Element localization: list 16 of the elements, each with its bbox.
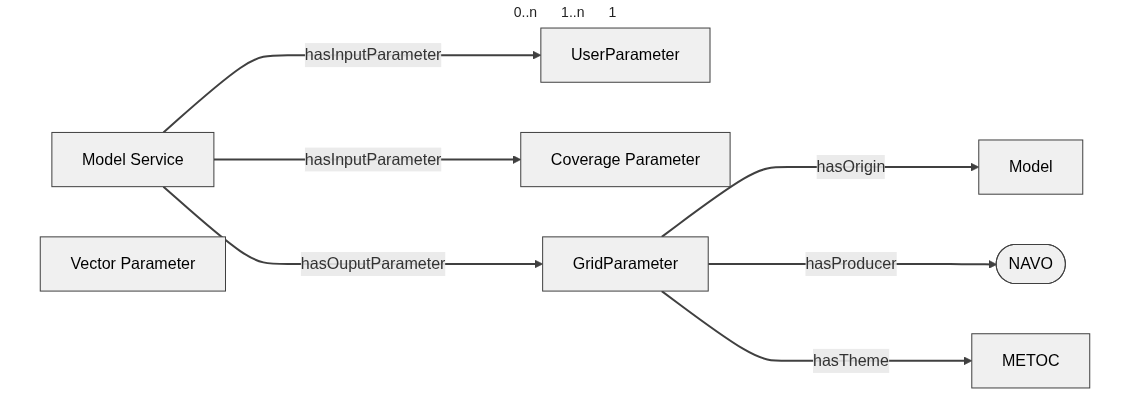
multiplicity-label: 1..n	[561, 4, 585, 20]
node-box: Model Service	[51, 131, 215, 188]
node-box: METOC	[971, 333, 1091, 389]
edge-label: hasOuputParameter	[300, 254, 446, 273]
node-box: GridParameter	[542, 236, 709, 292]
node-box: Vector Parameter	[39, 236, 226, 292]
edge-label: hasProducer	[805, 254, 897, 273]
node-box: UserParameter	[540, 27, 711, 83]
node-box: Coverage Parameter	[520, 131, 731, 188]
edge-label: hasOrigin	[816, 158, 886, 176]
multiplicity-label: 1	[608, 4, 617, 20]
edge-label: hasTheme	[813, 351, 889, 369]
edge-label: hasInputParameter	[304, 46, 442, 64]
multiplicity-label: 0..n	[513, 4, 538, 20]
edge-label: hasInputParameter	[304, 150, 442, 168]
node-box: Model	[978, 139, 1084, 195]
